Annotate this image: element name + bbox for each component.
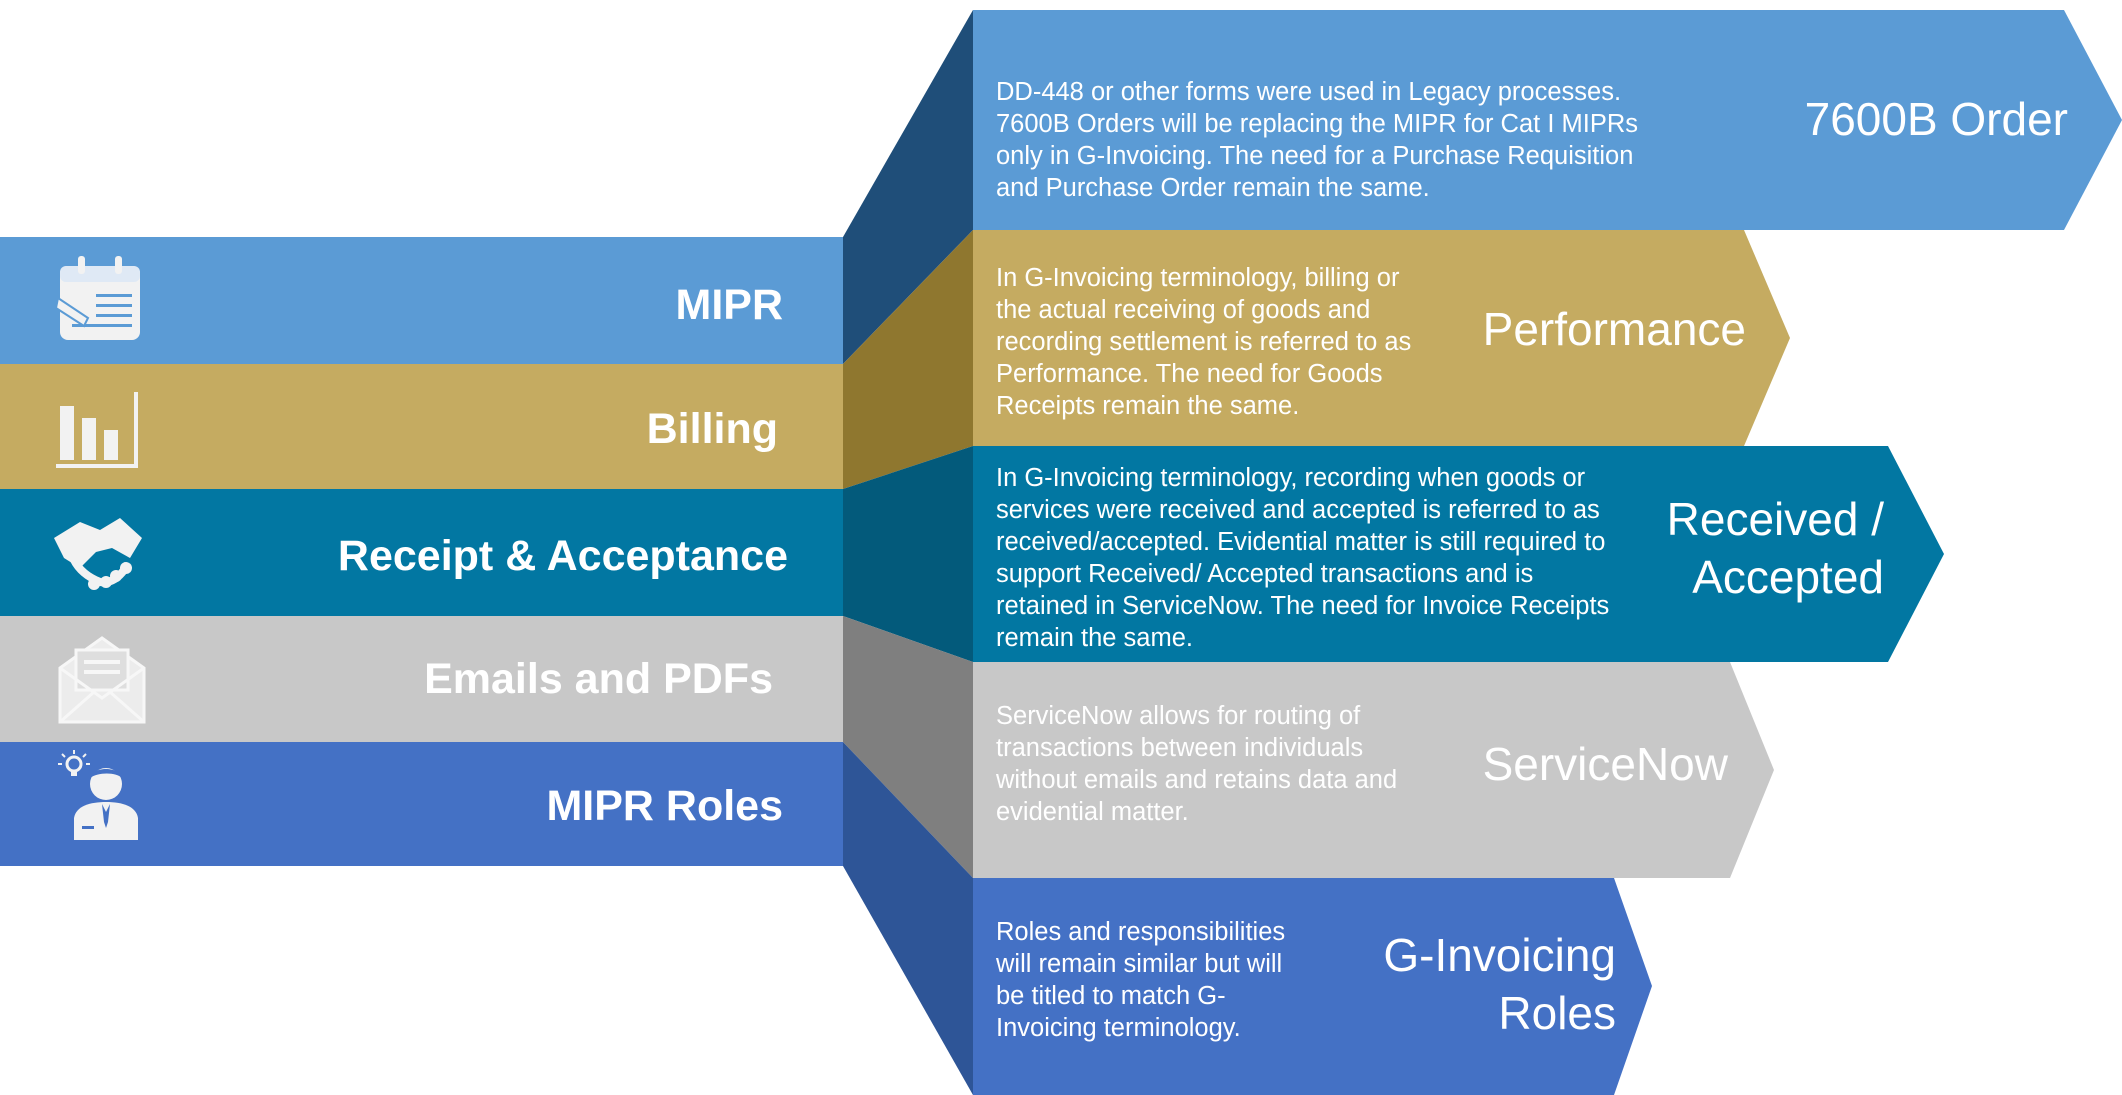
left-bar-billing	[0, 364, 843, 489]
arrow-performance	[973, 230, 1790, 446]
title-g-invoicing-roles: G-Invoicing Roles	[1383, 929, 1616, 1039]
connector-billing	[843, 230, 973, 489]
left-bar-mipr	[0, 237, 843, 364]
description-7600b-order: DD-448 or other forms were used in Legac…	[996, 78, 1638, 202]
left-label-emails-pdfs: Emails and PDFs	[424, 655, 773, 703]
title-received-accepted: Received / Accepted	[1666, 493, 1884, 603]
left-bar-receipt	[0, 489, 843, 616]
description-received-accepted: In G-Invoicing terminology, recording wh…	[996, 464, 1610, 652]
description-servicenow: ServiceNow allows for routing of transac…	[996, 702, 1398, 826]
description-performance: In G-Invoicing terminology, billing or t…	[996, 264, 1412, 420]
left-label-billing: Billing	[646, 405, 778, 453]
arrow-received-accepted	[973, 446, 1944, 662]
left-label-receipt-acceptance: Receipt & Acceptance	[337, 532, 788, 580]
description-g-invoicing-roles: Roles and responsibilities will remain s…	[996, 918, 1286, 1042]
left-label-mipr-roles: MIPR Roles	[546, 782, 783, 830]
left-label-mipr: MIPR	[675, 281, 784, 329]
person-idea-icon	[58, 750, 138, 840]
connector-receipt	[843, 446, 973, 662]
arrow-servicenow	[973, 662, 1774, 878]
connector-roles	[843, 742, 973, 1095]
envelope-icon	[58, 636, 146, 724]
title-7600b-order: 7600B Order	[1804, 93, 2068, 145]
left-bar-roles	[0, 742, 843, 866]
arrow-7600b-order	[973, 10, 2122, 230]
connector-emails	[843, 616, 973, 878]
title-performance: Performance	[1482, 303, 1746, 355]
calendar-icon	[54, 256, 140, 340]
connector-mipr	[843, 10, 973, 364]
handshake-icon	[54, 518, 142, 590]
bar-chart-icon	[56, 392, 138, 468]
arrow-g-invoicing-roles	[973, 878, 1652, 1095]
title-servicenow: ServiceNow	[1482, 738, 1728, 790]
